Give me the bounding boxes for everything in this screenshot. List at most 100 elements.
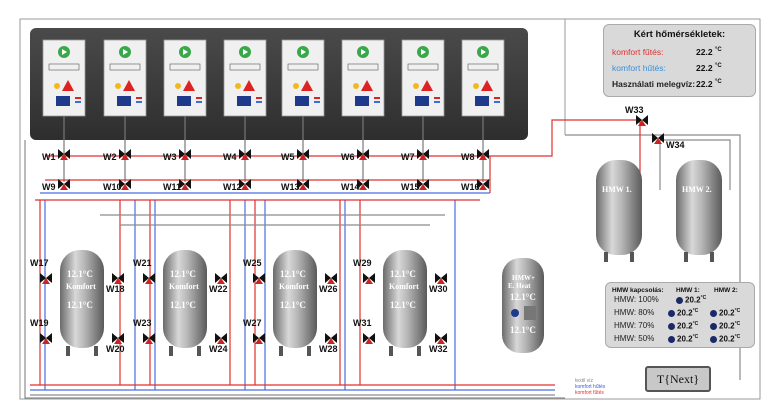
valve-label: W10 — [103, 182, 122, 192]
valve-body — [245, 149, 251, 159]
hmw-status-panel: HMW kapcsolás: HMW 1: HMW 2: HMW: 100% 2… — [605, 282, 755, 348]
valve-body — [437, 278, 445, 284]
play-arrow — [183, 49, 188, 55]
valve-body — [303, 179, 309, 189]
valve-body — [658, 133, 664, 143]
blue-indicator — [494, 101, 500, 103]
valve-body — [217, 278, 225, 284]
valve-label: W31 — [353, 318, 372, 328]
valve-w2-icon: W2 — [103, 149, 131, 162]
temp-value: 22.2 °C — [696, 47, 722, 57]
tank-leg — [389, 346, 393, 356]
valve-body — [423, 149, 429, 159]
valve-w3-icon: W3 — [163, 149, 191, 162]
hmw-value: 20.2°C — [668, 308, 698, 318]
valve-body — [185, 179, 191, 189]
valve-label: W11 — [163, 182, 181, 192]
valve-w13-icon: W13 — [281, 179, 309, 192]
temp-label: komfort hűtés: — [612, 63, 666, 73]
valve-body — [245, 179, 251, 189]
tank-leg — [197, 346, 201, 356]
valve-label: W19 — [30, 318, 49, 328]
valve-w6-icon: W6 — [341, 149, 369, 162]
valve-body — [60, 154, 68, 160]
heater-icon — [524, 306, 536, 320]
valve-body — [259, 273, 265, 283]
valve-body — [417, 179, 423, 189]
valve-w18-icon: W18 — [106, 273, 125, 294]
tank-temp-bottom: 12.1°C — [67, 300, 93, 310]
hmw-row-label: HMW: 70% — [614, 321, 655, 330]
hmw-value: 20.2°C — [710, 334, 740, 344]
controller-row — [42, 39, 505, 117]
valve-body — [437, 338, 445, 344]
hmw-tank: HMW 1. — [596, 160, 642, 262]
pump-symbol — [169, 63, 201, 71]
valve-body — [479, 184, 487, 190]
valve-body — [417, 149, 423, 159]
next-button[interactable]: T{Next} — [645, 366, 711, 392]
legend-item: komfort fűtés — [575, 390, 604, 396]
tank-temp-top: 12.1°C — [67, 269, 93, 279]
controller-unit — [401, 39, 445, 117]
valve-body — [179, 179, 185, 189]
valve-body — [112, 333, 118, 343]
tank-leg — [169, 346, 173, 356]
valve-label: W15 — [401, 182, 420, 192]
legend-item: komfort hűtés — [575, 384, 606, 390]
temp-row-hot-water: Használati melegvíz: 22.2 °C — [612, 79, 751, 91]
valve-body — [217, 338, 225, 344]
sun-icon — [235, 83, 241, 89]
indicator-icon — [710, 322, 717, 330]
valve-body — [327, 338, 335, 344]
valve-body — [369, 273, 375, 283]
valve-body — [112, 273, 118, 283]
pump-symbol — [287, 63, 319, 71]
valve-body — [325, 273, 331, 283]
pump-symbol — [109, 63, 141, 71]
valve-body — [357, 179, 363, 189]
valve-label: W8 — [461, 152, 475, 162]
valve-label: W34 — [666, 140, 685, 150]
valve-body — [299, 184, 307, 190]
controller-unit — [42, 39, 86, 117]
valve-body — [121, 184, 129, 190]
valve-body — [60, 184, 68, 190]
valve-w9-icon: W9 — [42, 179, 70, 192]
valve-body — [477, 179, 483, 189]
valve-label: W3 — [163, 152, 177, 162]
hmw-row-label: HMW: 50% — [614, 334, 655, 343]
valve-label: W32 — [429, 344, 448, 354]
sun-icon — [413, 83, 419, 89]
valve-body — [42, 278, 50, 284]
warning-icon — [361, 80, 373, 91]
valve-body — [299, 154, 307, 160]
valve-w16-icon: W16 — [461, 179, 489, 192]
valve-body — [125, 149, 131, 159]
tank-name: Komfort — [279, 282, 309, 291]
temp-value: 22.2 °C — [696, 63, 722, 73]
tank-leg — [417, 346, 421, 356]
valve-label: W27 — [243, 318, 262, 328]
valve-w26-icon: W26 — [319, 273, 338, 294]
hmw-row-label: HMW: 80% — [614, 308, 655, 317]
valve-body — [483, 179, 489, 189]
valve-w1-icon: W1 — [42, 149, 70, 162]
sensor-icon — [511, 309, 519, 317]
sun-icon — [353, 83, 359, 89]
valve-body — [46, 273, 52, 283]
valve-body — [241, 184, 249, 190]
valve-body — [297, 149, 303, 159]
valve-label: W13 — [281, 182, 300, 192]
temp-label: Használati melegvíz: — [612, 79, 696, 89]
red-indicator — [256, 97, 262, 99]
valve-label: W18 — [106, 284, 125, 294]
valve-body — [359, 184, 367, 190]
temp-row-heating: komfort fűtés: 22.2 °C — [612, 47, 751, 59]
red-indicator — [494, 97, 500, 99]
hmw-row-label: HMW: 100% — [614, 295, 659, 304]
tank-name: Komfort — [66, 282, 96, 291]
sun-icon — [473, 83, 479, 89]
